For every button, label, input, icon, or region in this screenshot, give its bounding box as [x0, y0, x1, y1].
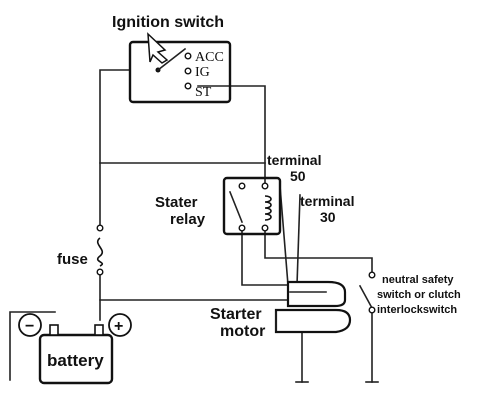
fuse: fuse — [57, 224, 104, 276]
battery-negative-icon — [18, 313, 42, 337]
starter-solenoid — [286, 280, 347, 308]
neutral-switch-terminal-top — [368, 271, 376, 279]
svg-text:−: − — [25, 318, 34, 335]
neutral-switch-contact — [358, 284, 374, 310]
fuse-terminal-bottom — [96, 268, 104, 276]
relay-contact — [228, 190, 244, 224]
starter-label-line2: motor — [220, 323, 265, 340]
fuse-terminal-top — [96, 224, 104, 232]
neutral-switch-label-line3: interlockswitch — [377, 304, 457, 316]
battery-pos-post — [94, 324, 104, 336]
ignition-switch: Ignition switch ACC IG ST — [112, 14, 232, 104]
acc-label: ACC — [195, 50, 224, 65]
battery-neg-post — [49, 324, 59, 336]
svg-text:terminal: terminal — [300, 193, 354, 209]
relay-terminal-bottom-right — [261, 224, 269, 232]
relay-terminal-top-left — [238, 182, 246, 190]
terminal-50-label: terminal 50 — [267, 152, 321, 184]
wiring — [9, 69, 373, 383]
svg-text:+: + — [114, 318, 123, 335]
st-terminal — [184, 82, 192, 90]
battery-box — [38, 333, 114, 385]
starter-label-line1: Starter — [210, 306, 262, 323]
relay-terminal-bottom-left — [238, 224, 246, 232]
acc-terminal — [184, 52, 192, 60]
ignition-switch-box — [128, 40, 232, 104]
key-arrow-icon — [147, 32, 169, 64]
stater-relay: Stater relay — [155, 176, 282, 236]
ig-terminal — [184, 67, 192, 75]
neutral-safety-switch: neutral safety switch or clutch interloc… — [358, 271, 461, 316]
starter-motor: Starter motor — [210, 280, 352, 340]
svg-text:30: 30 — [320, 209, 336, 225]
relay-label-line1: Stater — [155, 194, 198, 211]
starter-motor-body — [274, 308, 352, 334]
fuse-element-icon — [96, 237, 104, 267]
battery-label: battery — [47, 351, 104, 370]
relay-box — [222, 176, 282, 236]
battery: − + battery — [18, 313, 132, 385]
coil-icon — [264, 195, 272, 221]
neutral-switch-label-line2: switch or clutch — [377, 289, 461, 301]
relay-terminal-top-right — [261, 182, 269, 190]
svg-text:50: 50 — [290, 168, 306, 184]
terminal-30-label: terminal 30 — [300, 193, 354, 225]
neutral-switch-terminal-bottom — [368, 306, 376, 314]
battery-positive-icon — [108, 313, 132, 337]
svg-text:terminal: terminal — [267, 152, 321, 168]
switch-blade — [156, 47, 187, 72]
neutral-switch-label-line1: neutral safety — [382, 274, 454, 286]
ig-label: IG — [195, 65, 210, 80]
st-label: ST — [195, 85, 212, 100]
relay-label-line2: relay — [170, 211, 206, 228]
fuse-label: fuse — [57, 251, 88, 268]
ignition-switch-title: Ignition switch — [112, 14, 224, 31]
